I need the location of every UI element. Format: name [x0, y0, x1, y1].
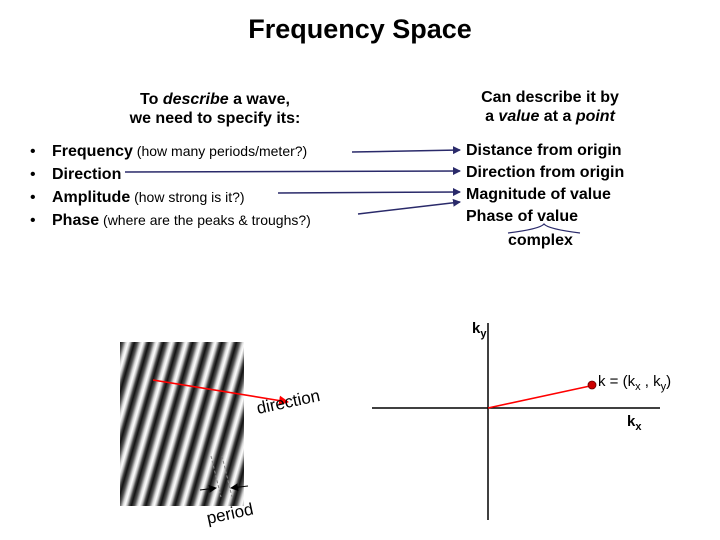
period-arrow-left: [199, 484, 217, 493]
left-header: To describe a wave, we need to specify i…: [85, 90, 345, 128]
description-magnitude: Magnitude of value: [466, 186, 611, 203]
wave-grating-image: [120, 342, 244, 506]
direction-arrow: [152, 379, 289, 406]
k-point: [587, 380, 597, 390]
complex-brace: [507, 223, 581, 234]
period-arrow-right: [230, 483, 249, 492]
description-distance: Distance from origin: [466, 142, 622, 159]
k-point-label: k = (kx , ky): [598, 373, 671, 393]
complex-label: complex: [508, 232, 573, 249]
direction-label: direction: [255, 386, 322, 418]
connector-arrow-direction: [124, 167, 461, 176]
description-list: Distance from origin Direction from orig…: [466, 140, 624, 228]
bullet-list: •Frequency (how many periods/meter?) •Di…: [30, 140, 311, 232]
right-header-line1: Can describe it by: [481, 89, 619, 106]
period-label: period: [205, 500, 255, 528]
bullet-item-amplitude: •Amplitude (how strong is it?): [30, 189, 245, 206]
left-header-line2: we need to specify its:: [129, 110, 301, 127]
period-guide-right: [221, 455, 233, 498]
bullet-item-frequency: •Frequency (how many periods/meter?): [30, 143, 308, 160]
bullet-item-direction: •Direction: [30, 166, 122, 183]
right-header-line2: a value at a point: [485, 108, 615, 125]
k-vector: [487, 385, 591, 409]
description-direction: Direction from origin: [466, 164, 625, 181]
description-phase: Phase of value: [466, 208, 579, 225]
bullet-item-phase: •Phase (where are the peaks & troughs?): [30, 212, 311, 229]
period-guide-left: [210, 455, 222, 498]
slide-title: Frequency Space: [248, 14, 472, 44]
left-header-line1: To describe a wave,: [140, 91, 290, 108]
connector-arrow-frequency: [351, 146, 461, 155]
right-header: Can describe it by a value at a point: [440, 88, 660, 126]
connector-arrow-amplitude: [277, 188, 461, 197]
kx-axis-label: kx: [627, 413, 642, 433]
ky-axis-label: ky: [472, 320, 487, 340]
connector-arrow-phase: [357, 198, 461, 215]
